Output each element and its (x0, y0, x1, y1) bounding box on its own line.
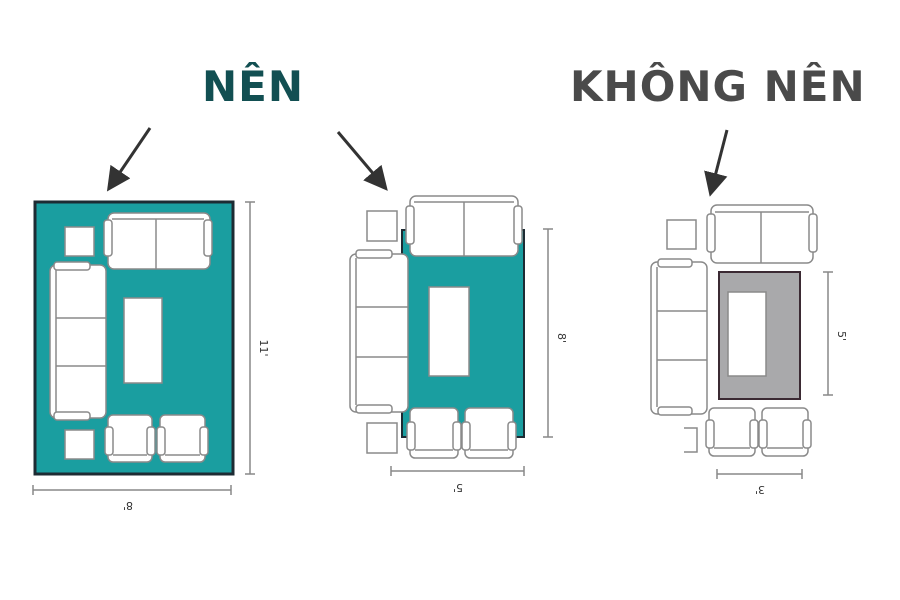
end-table (366, 422, 398, 454)
height-label: 11' (257, 339, 270, 356)
coffee-table (123, 297, 163, 384)
width-label: 3' (755, 483, 765, 496)
coffee-table (428, 286, 470, 377)
height-label: 5' (835, 331, 848, 341)
heading-do: NÊN (202, 62, 304, 111)
end-table (666, 219, 697, 250)
end-table (64, 226, 95, 257)
end-table (366, 210, 398, 242)
armchair (761, 407, 809, 457)
arrow-icon (106, 127, 729, 197)
sofa (650, 261, 708, 415)
loveseat (710, 204, 814, 264)
height-label: 8' (555, 333, 568, 343)
width-label: 8' (123, 499, 133, 512)
loveseat (107, 212, 211, 270)
layout-medium-rug: 8' 5' (349, 195, 568, 494)
sofa (349, 253, 409, 413)
layout-small-rug: 5' 3' (650, 204, 848, 496)
width-label: 5' (453, 481, 463, 494)
armchair (708, 407, 756, 457)
end-table (64, 429, 95, 460)
heading-dont: KHÔNG NÊN (570, 62, 866, 111)
coffee-table (727, 291, 767, 377)
sofa (49, 264, 107, 419)
layout-large-rug: 11' 8' (32, 200, 270, 512)
